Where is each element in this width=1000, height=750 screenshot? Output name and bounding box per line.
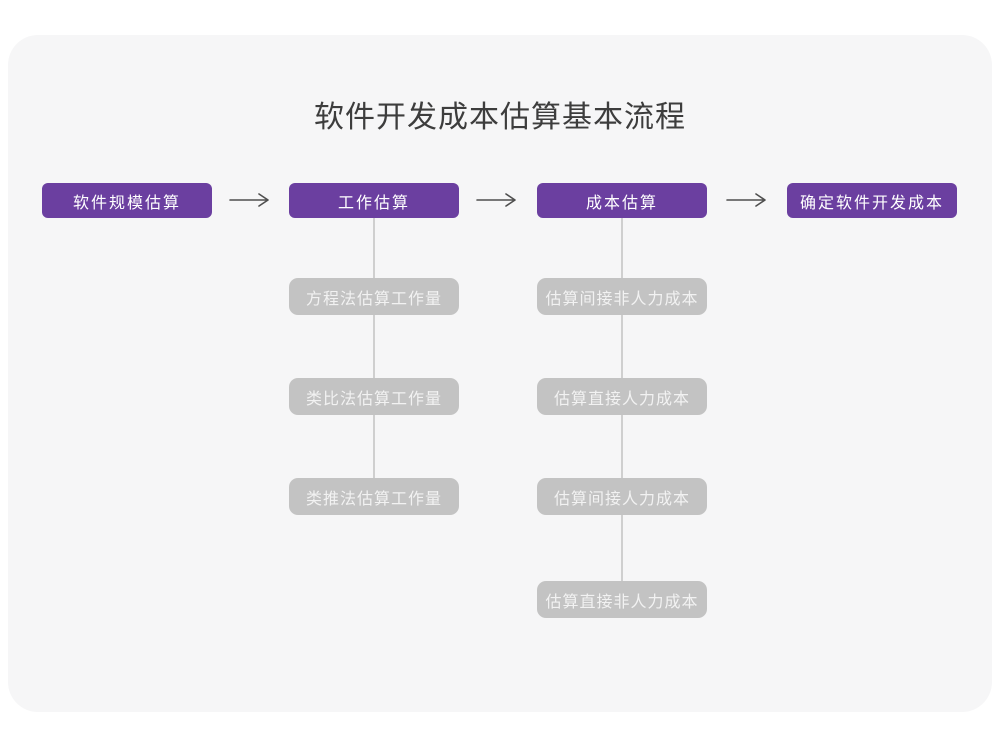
diagram-title: 软件开发成本估算基本流程: [314, 101, 686, 134]
flowchart-canvas: [8, 35, 992, 712]
connector-line-work-estimation: [373, 218, 375, 490]
subnode-analogy-method-workload: 类比法估算工作量: [289, 378, 459, 415]
subnode-indirect-labor-cost: 估算间接人力成本: [537, 478, 707, 515]
node-work-estimation: 工作估算: [289, 183, 459, 218]
node-determine-software-dev-cost: 确定软件开发成本: [787, 183, 957, 218]
subnode-indirect-non-labor-cost: 估算间接非人力成本: [537, 278, 707, 315]
subnode-direct-non-labor-cost: 估算直接非人力成本: [537, 581, 707, 618]
arrow-right-icon: [726, 193, 766, 207]
arrow-right-icon: [476, 193, 516, 207]
subnode-equation-method-workload: 方程法估算工作量: [289, 278, 459, 315]
subnode-direct-labor-cost: 估算直接人力成本: [537, 378, 707, 415]
node-cost-estimation: 成本估算: [537, 183, 707, 218]
node-software-size-estimation: 软件规模估算: [42, 183, 212, 218]
arrow-right-icon: [229, 193, 269, 207]
subnode-extrapolation-method-workload: 类推法估算工作量: [289, 478, 459, 515]
